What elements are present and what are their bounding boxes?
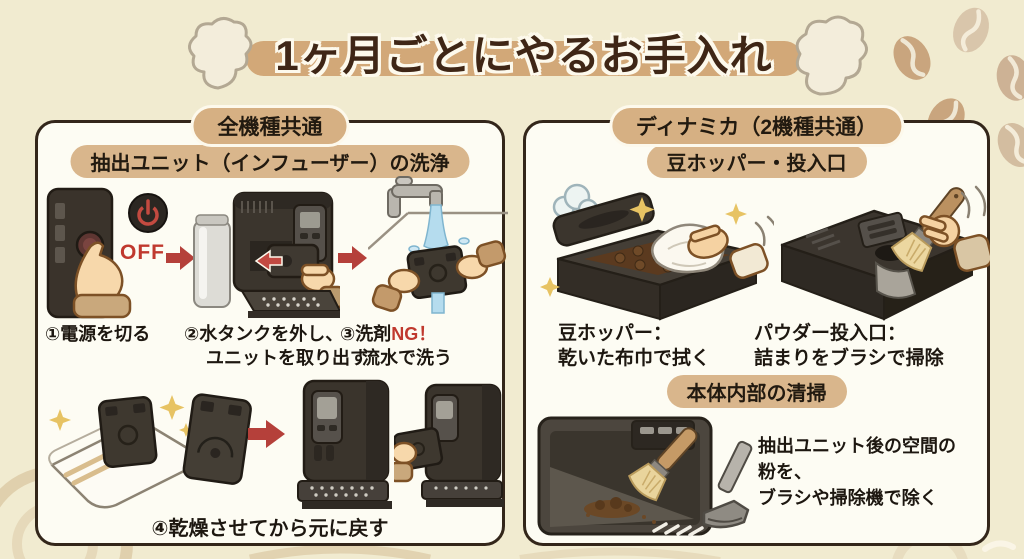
brew-unit	[97, 396, 158, 469]
hopper-caption-line2: 乾いた布巾で拭く	[558, 348, 711, 370]
panel-all-models: 全機種共通 抽出ユニット（インフューザー）の洗浄 OFF	[35, 105, 508, 546]
remove-tank-illustration	[193, 191, 340, 318]
powder-caption-line2: 詰まりをブラシで掃除	[754, 348, 944, 370]
interior-cleaning-illustration	[537, 416, 753, 537]
badge-all-models: 全機種共通	[190, 105, 350, 147]
interior-note-line3: ブラシや掃除機で除く	[758, 488, 938, 509]
arrow-right-icon	[248, 420, 285, 448]
hopper-caption: 豆ホッパー： 乾いた布巾で拭く	[558, 321, 710, 371]
hopper-lid	[552, 192, 655, 247]
steam-icon	[188, 17, 253, 90]
faucet	[387, 176, 443, 218]
powder-chute-brush-illustration	[780, 185, 990, 321]
off-label: OFF	[120, 241, 165, 264]
vacuum-nozzle	[702, 440, 753, 529]
wash-unit-illustration	[368, 176, 508, 314]
right-subtitle-pill: 豆ホッパー・投入口	[646, 145, 867, 178]
coffee-grounds	[584, 497, 656, 524]
interior-note-line2: 粉を、	[758, 462, 812, 483]
bottom-swirl-decoration	[249, 535, 1016, 559]
arrow-left-icon	[254, 249, 283, 273]
page-title: 1ヶ月ごとにやるお手入れ	[275, 32, 773, 79]
step3-prefix: ③洗剤	[340, 324, 392, 344]
step3-line2: 流水で洗う	[362, 347, 452, 368]
washing-hands	[371, 240, 507, 312]
insert-unit-illustration	[394, 383, 504, 507]
arrow-right-icon	[166, 246, 195, 270]
motion-lines	[754, 215, 774, 247]
metal-guard	[874, 260, 917, 299]
panel-dinamica: ディナミカ（2機種共通） 豆ホッパー・投入口	[523, 105, 990, 546]
cleaning-brush	[628, 427, 698, 502]
pressing-hand	[72, 241, 132, 319]
step2-line1: ②水タンクを外し、	[184, 324, 344, 344]
step2-caption: ②水タンクを外し、 ユニットを取り出す	[184, 323, 368, 371]
left-subtitle-pill: 抽出ユニット（インフューザー）の洗浄	[70, 145, 470, 178]
interior-cleaning-pill: 本体内部の清掃	[666, 375, 847, 408]
water-stream	[423, 204, 449, 250]
powder-caption: パウダー投入口： 詰まりをブラシで掃除	[754, 321, 944, 371]
powder-caption-line1: パウダー投入口：	[754, 323, 907, 344]
brush-hand	[919, 214, 990, 272]
step3-caption: ③洗剤NG！ 流水で洗う	[340, 323, 452, 371]
dried-unit-illustration	[182, 393, 252, 485]
power-off-illustration	[46, 187, 168, 319]
interior-note-line1: 抽出ユニット後の空間の	[758, 436, 956, 456]
wiping-hand	[687, 224, 769, 279]
title-band	[246, 41, 802, 76]
machine-front-illustration	[297, 379, 392, 509]
tray-slats	[652, 522, 704, 537]
step1-caption: ①電源を切る	[45, 323, 150, 347]
hopper-wipe-illustration	[540, 183, 774, 321]
hopper-caption-line1: 豆ホッパー：	[558, 323, 673, 344]
badge-dinamica: ディナミカ（2機種共通）	[608, 105, 905, 147]
step3-ng-text: NG！	[391, 324, 437, 344]
interior-note: 抽出ユニット後の空間の 粉を、 ブラシや掃除機で除く	[758, 433, 990, 511]
motion-lines	[960, 185, 987, 219]
step2-line2: ユニットを取り出す	[206, 347, 368, 368]
inserting-hand	[394, 441, 418, 483]
step4-text: ④乾燥させてから元に戻す	[151, 518, 389, 540]
sparkle-icon	[540, 197, 747, 297]
sparkle-icon	[49, 395, 193, 437]
arrow-right-icon	[338, 246, 367, 270]
dry-unit-illustration	[48, 395, 198, 509]
drip-tray	[240, 290, 340, 312]
steam-icon	[795, 15, 868, 96]
step4-caption: ④乾燥させてから元に戻す	[38, 516, 502, 542]
step1-text: ①電源を切る	[45, 324, 151, 344]
